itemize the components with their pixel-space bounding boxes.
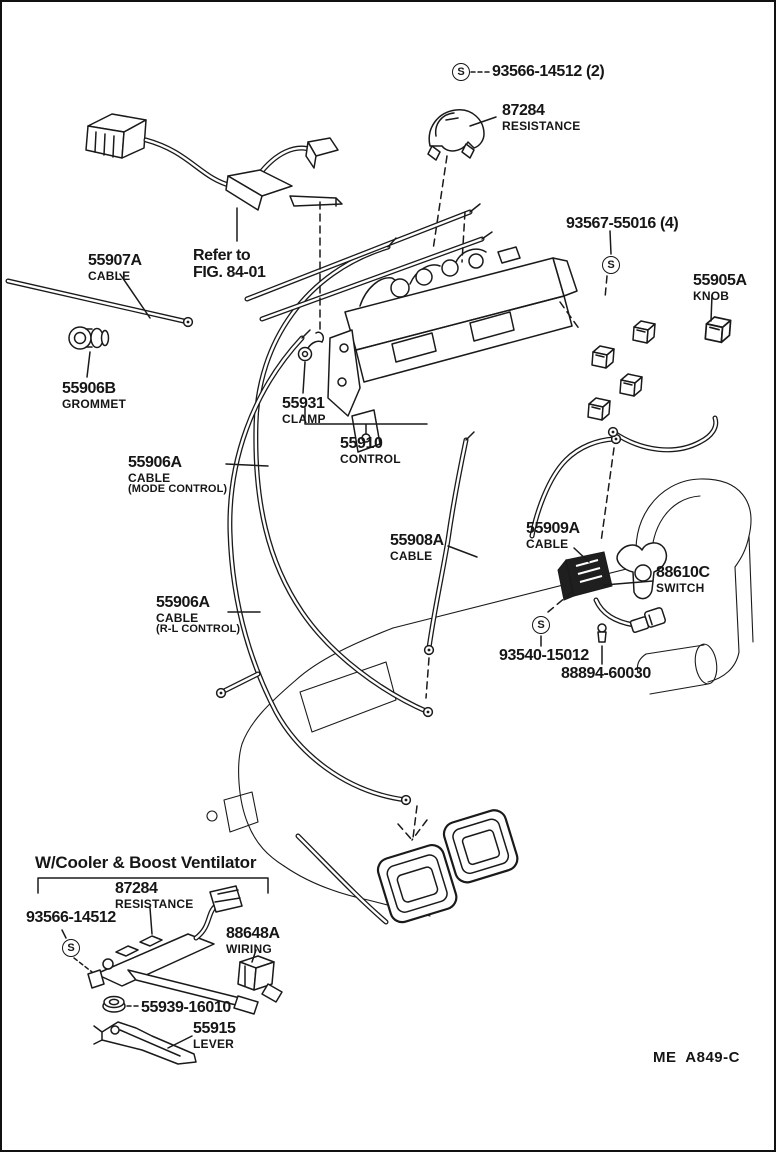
label-screw-93567: 93567-55016 (4) (566, 215, 679, 232)
section-bracket (37, 877, 269, 894)
label-knob-55905a: 55905A KNOB (693, 272, 747, 303)
label-clamp-55931: 55931 CLAMP (282, 395, 326, 426)
wiring-connector-part (237, 955, 283, 1003)
figure-code: ME A849-C (653, 1049, 740, 1066)
screw-symbol-middle: S (532, 616, 550, 634)
screw-symbol-leaders (73, 71, 490, 1007)
nut-part (102, 995, 126, 1013)
assembly-dashed-lines (319, 155, 615, 841)
label-switch-88610c: 88610C SWITCH (656, 564, 710, 595)
label-cable-rl-control: 55906A CABLE (R-L CONTROL) (156, 594, 241, 636)
label-cable-55907a: 55907A CABLE (88, 252, 142, 283)
label-control-55910: 55910 CONTROL (340, 435, 401, 466)
screw-symbol-right: S (602, 256, 620, 274)
lever-part (93, 1021, 197, 1065)
label-screw-bottom: 93566-14512 (26, 909, 116, 926)
harness-connector (85, 113, 343, 211)
knob-parts (587, 316, 732, 421)
vent-outlets (376, 809, 519, 924)
control-cables (5, 203, 719, 806)
label-cable-mode-control: 55906A CABLE (MODE CONTROL) (128, 454, 228, 496)
cooler-resistance-assembly (87, 885, 259, 1015)
resistance-top-part (427, 109, 485, 161)
label-cable-55908a: 55908A CABLE (390, 532, 444, 563)
switch-part (557, 542, 668, 634)
clip-screw-part (597, 623, 607, 643)
label-resistance-top: 87284 RESISTANCE (502, 102, 581, 133)
label-lever-55915: 55915 LEVER (193, 1020, 236, 1051)
label-wiring-88648a: 88648A WIRING (226, 925, 280, 956)
label-screw-top: 93566-14512 (2) (492, 63, 605, 80)
label-refer-note: Refer to FIG. 84-01 (193, 247, 266, 281)
label-leader-lines (61, 116, 713, 1049)
label-clip-88894: 88894-60030 (561, 665, 651, 682)
label-grommet-55906b: 55906B GROMMET (62, 380, 127, 411)
label-nut-55939: 55939-16010 (141, 999, 231, 1016)
section-heading: W/Cooler & Boost Ventilator (35, 853, 257, 872)
screw-symbol-top: S (452, 63, 470, 81)
label-cable-55909a: 55909A CABLE (526, 520, 580, 551)
screw-symbol-bottom: S (62, 939, 80, 957)
duct-curve (295, 833, 389, 925)
control-unit (327, 246, 578, 453)
clamp-part (297, 331, 325, 362)
grommet-part (68, 326, 110, 350)
label-resistance-bottom: 87284 RESISTANCE (115, 880, 194, 911)
label-screw-93540: 93540-15012 (499, 647, 589, 664)
